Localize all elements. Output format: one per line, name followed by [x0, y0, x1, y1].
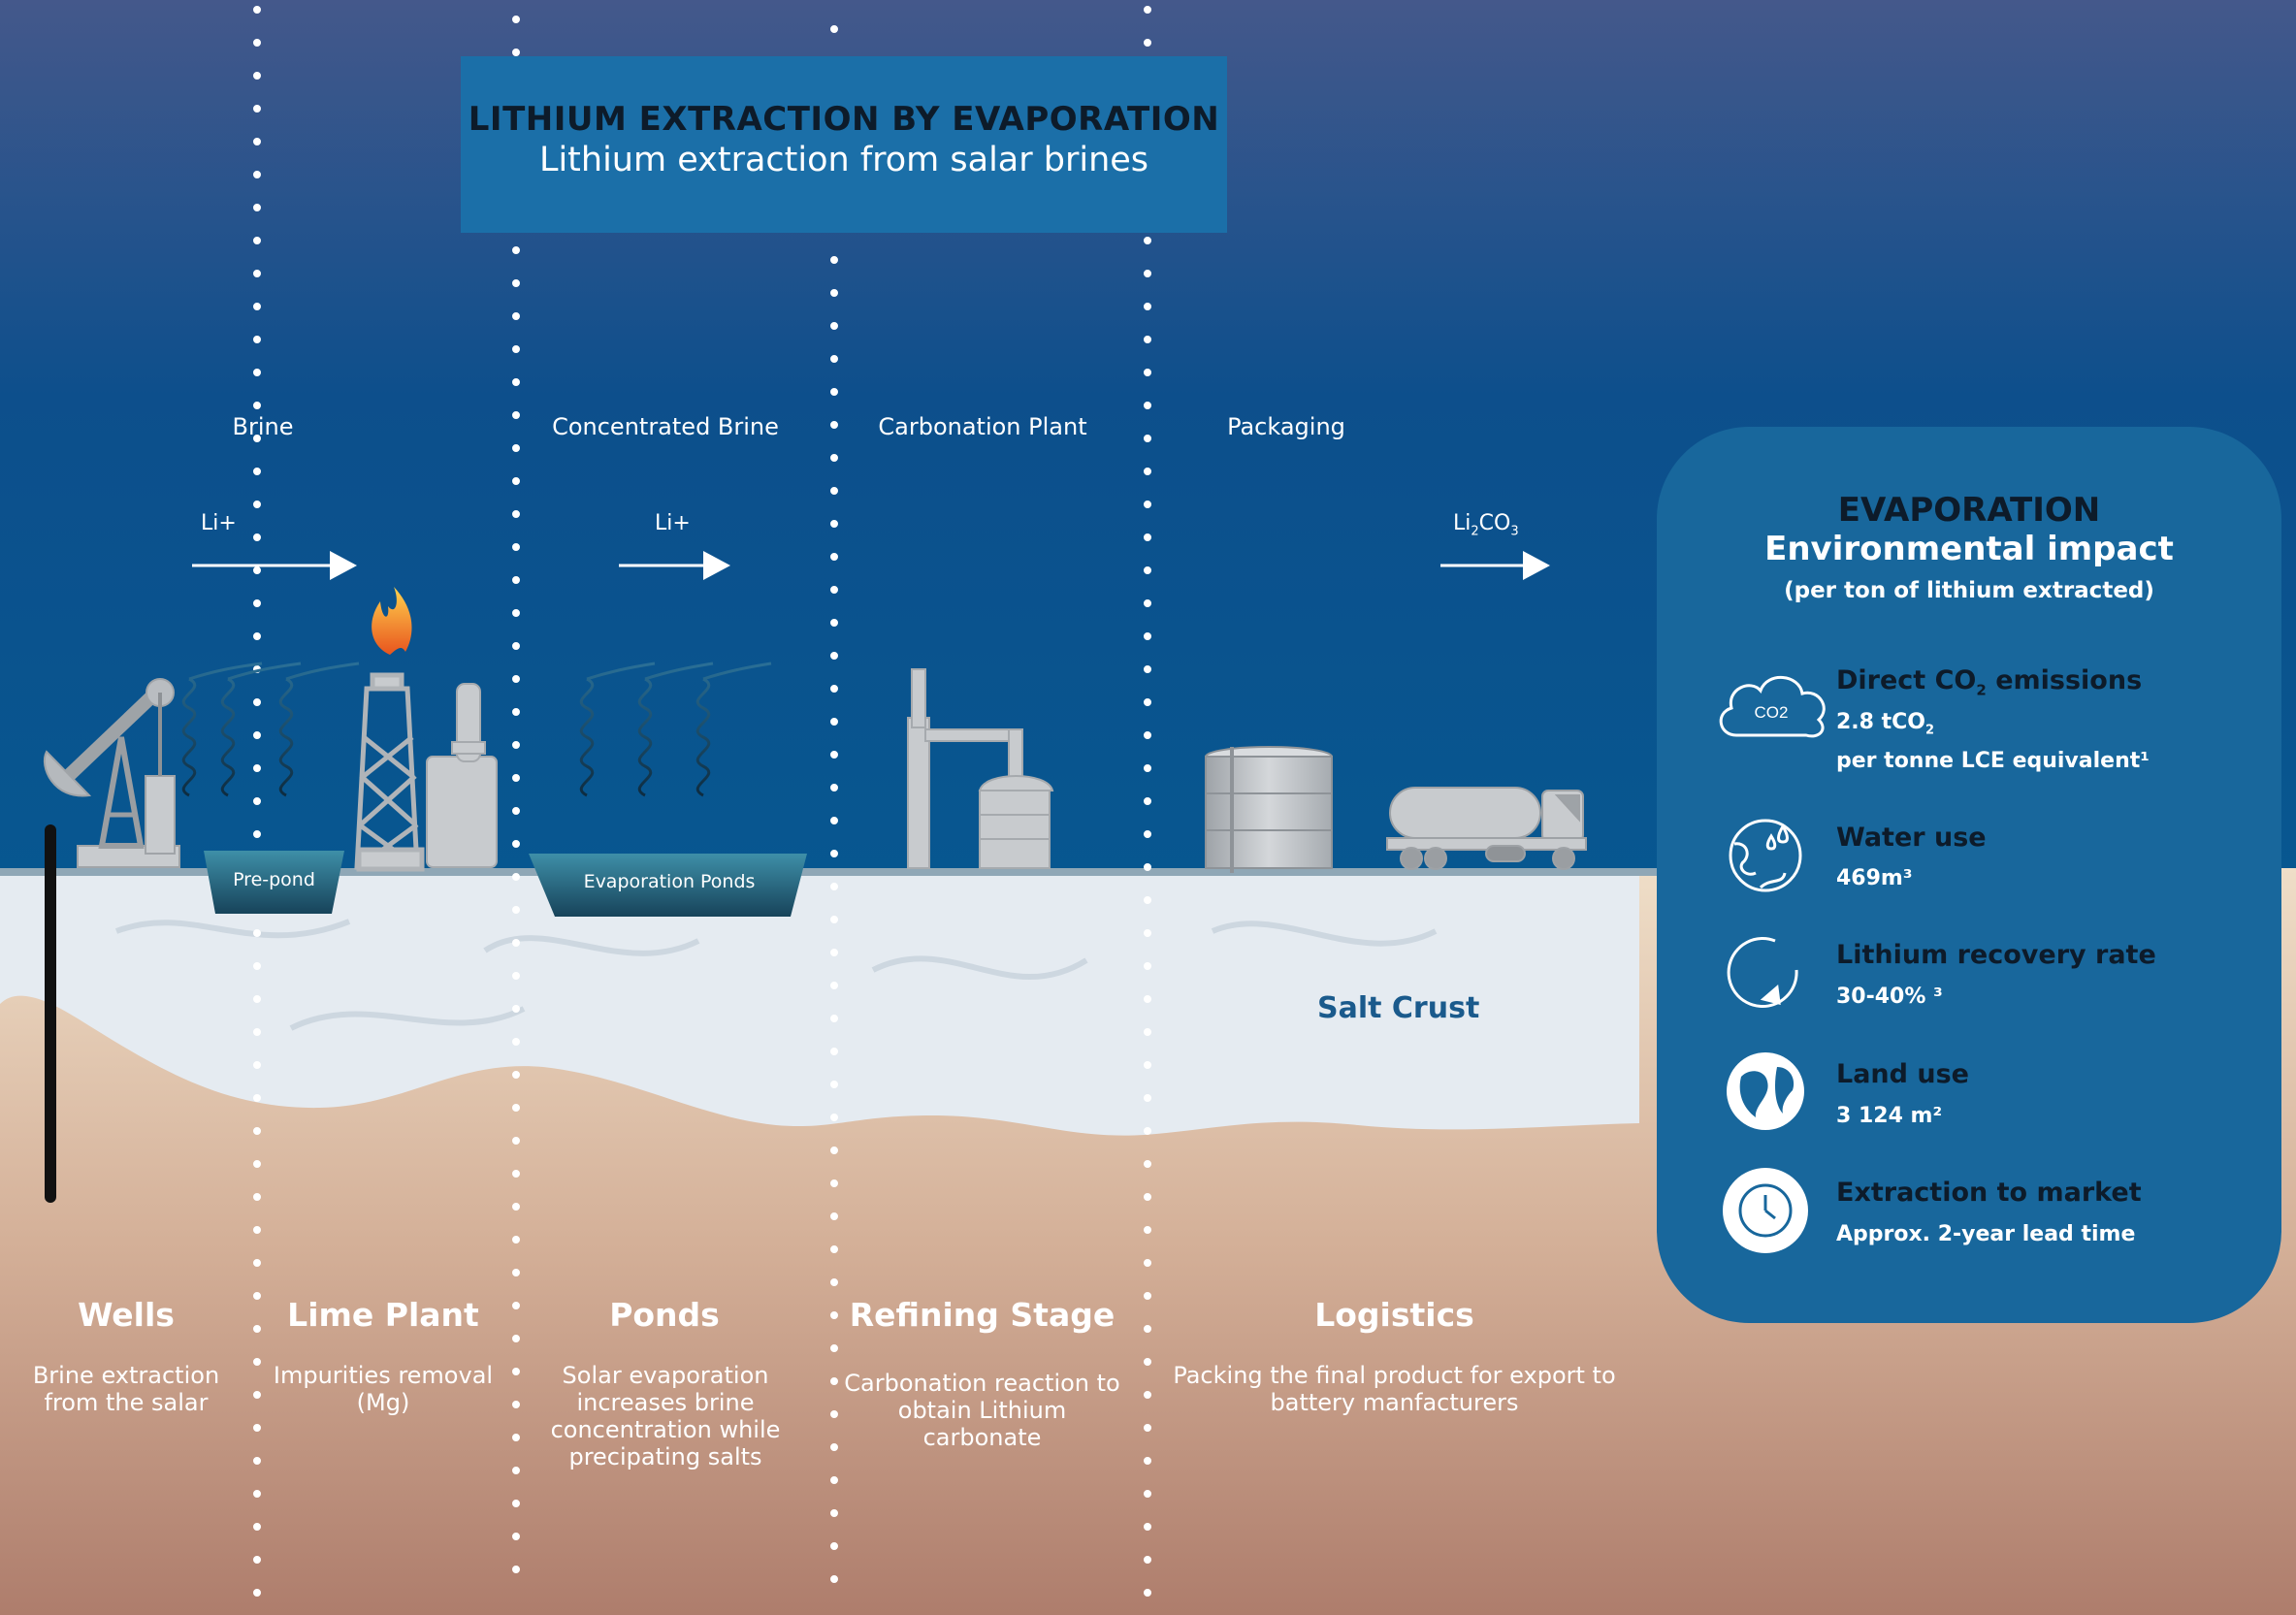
stage-desc-refining: Carbonation reaction to obtain Lithium c… [844, 1370, 1120, 1451]
evaporation-waves-1 [181, 662, 360, 797]
salt-crust-label: Salt Crust [1317, 991, 1480, 1025]
flow-label-carbonation-plant: Carbonation Plant [878, 413, 1087, 440]
stage-separators [253, 6, 1151, 1604]
indicator-value-co2: 2.8 tCO2 [1836, 710, 1935, 738]
storage-tank-icon [1205, 746, 1333, 873]
indicator-value-land: 3 124 m² [1836, 1104, 1943, 1128]
pre-pond-label: Pre-pond [233, 869, 315, 890]
stage-desc-ponds: Solar evaporation increases brine concen… [550, 1362, 781, 1470]
arrow-1-head [330, 551, 357, 580]
tanker-truck-icon [1386, 787, 1587, 870]
recovery-cycle-icon [1727, 937, 1798, 1009]
well-pipe [45, 824, 56, 1203]
flare-flame-icon [372, 587, 412, 655]
clock-icon [1723, 1168, 1808, 1253]
title-box: LITHIUM EXTRACTION BY EVAPORATION Lithiu… [461, 56, 1227, 233]
lime-plant-tower-icon [354, 672, 425, 872]
indicator-label-co2: Direct CO2 emissions [1836, 665, 2143, 699]
stage-title-refining: Refining Stage [849, 1296, 1116, 1334]
silo-icon [426, 683, 498, 868]
refinery-icon [907, 668, 1054, 869]
ground-surface-line [0, 868, 1659, 876]
ion-li-plus-2: Li+ [655, 511, 691, 535]
flow-label-concentrated-brine: Concentrated Brine [552, 413, 779, 440]
arrow-2-head [703, 551, 730, 580]
impact-panel-background [1657, 427, 2281, 1323]
page-subtitle: Lithium extraction from salar brines [538, 141, 1149, 179]
indicator-value-recovery: 30-40% ³ [1836, 985, 1943, 1009]
page-title: LITHIUM EXTRACTION BY EVAPORATION [468, 100, 1220, 139]
stage-title-lime-plant: Lime Plant [287, 1296, 479, 1334]
earth-globe-icon [1727, 1052, 1804, 1130]
indicator-value-water: 469m³ [1836, 866, 1913, 890]
salt-crust-texture [114, 919, 1438, 1031]
evaporation-pond-icon [529, 854, 807, 917]
salt-crust-layer [0, 870, 1639, 1136]
panel-heading-evaporation: EVAPORATION [1837, 491, 2101, 530]
water-globe-icon [1729, 819, 1802, 892]
indicator-label-recovery: Lithium recovery rate [1836, 940, 2156, 970]
stage-title-wells: Wells [78, 1296, 175, 1334]
ion-li2co3: Li2CO3 [1453, 511, 1519, 539]
panel-heading-environmental-impact: Environmental impact [1764, 530, 2174, 568]
stage-desc-logistics: Packing the final product for export to … [1173, 1362, 1616, 1416]
co2-cloud-icon-text: CO2 [1755, 703, 1789, 722]
flow-label-brine: Brine [232, 413, 294, 440]
stage-desc-lime-plant: Impurities removal (Mg) [273, 1362, 494, 1416]
evaporation-ponds-label: Evaporation Ponds [583, 871, 756, 892]
ion-li-plus-1: Li+ [201, 511, 237, 535]
indicator-label-time: Extraction to market [1836, 1178, 2142, 1208]
stage-title-logistics: Logistics [1314, 1296, 1474, 1334]
co2-cloud-icon [1719, 675, 1826, 738]
panel-heading-per-ton: (per ton of lithium extracted) [1784, 578, 2154, 603]
pumpjack-icon [43, 678, 180, 868]
arrow-3-head [1523, 551, 1550, 580]
stage-desc-wells: Brine extraction from the salar [32, 1362, 220, 1416]
pre-pond-icon [204, 851, 344, 914]
indicator-value-time: Approx. 2-year lead time [1836, 1222, 2136, 1246]
indicator-value-co2-unit: per tonne LCE equivalent¹ [1836, 749, 2150, 773]
indicator-label-water: Water use [1836, 823, 1987, 853]
evaporation-waves-2 [579, 662, 772, 797]
flow-label-packaging: Packaging [1227, 413, 1345, 440]
stage-title-ponds: Ponds [609, 1296, 720, 1334]
flow-arrows [192, 551, 1550, 580]
indicator-label-land: Land use [1836, 1059, 1969, 1089]
